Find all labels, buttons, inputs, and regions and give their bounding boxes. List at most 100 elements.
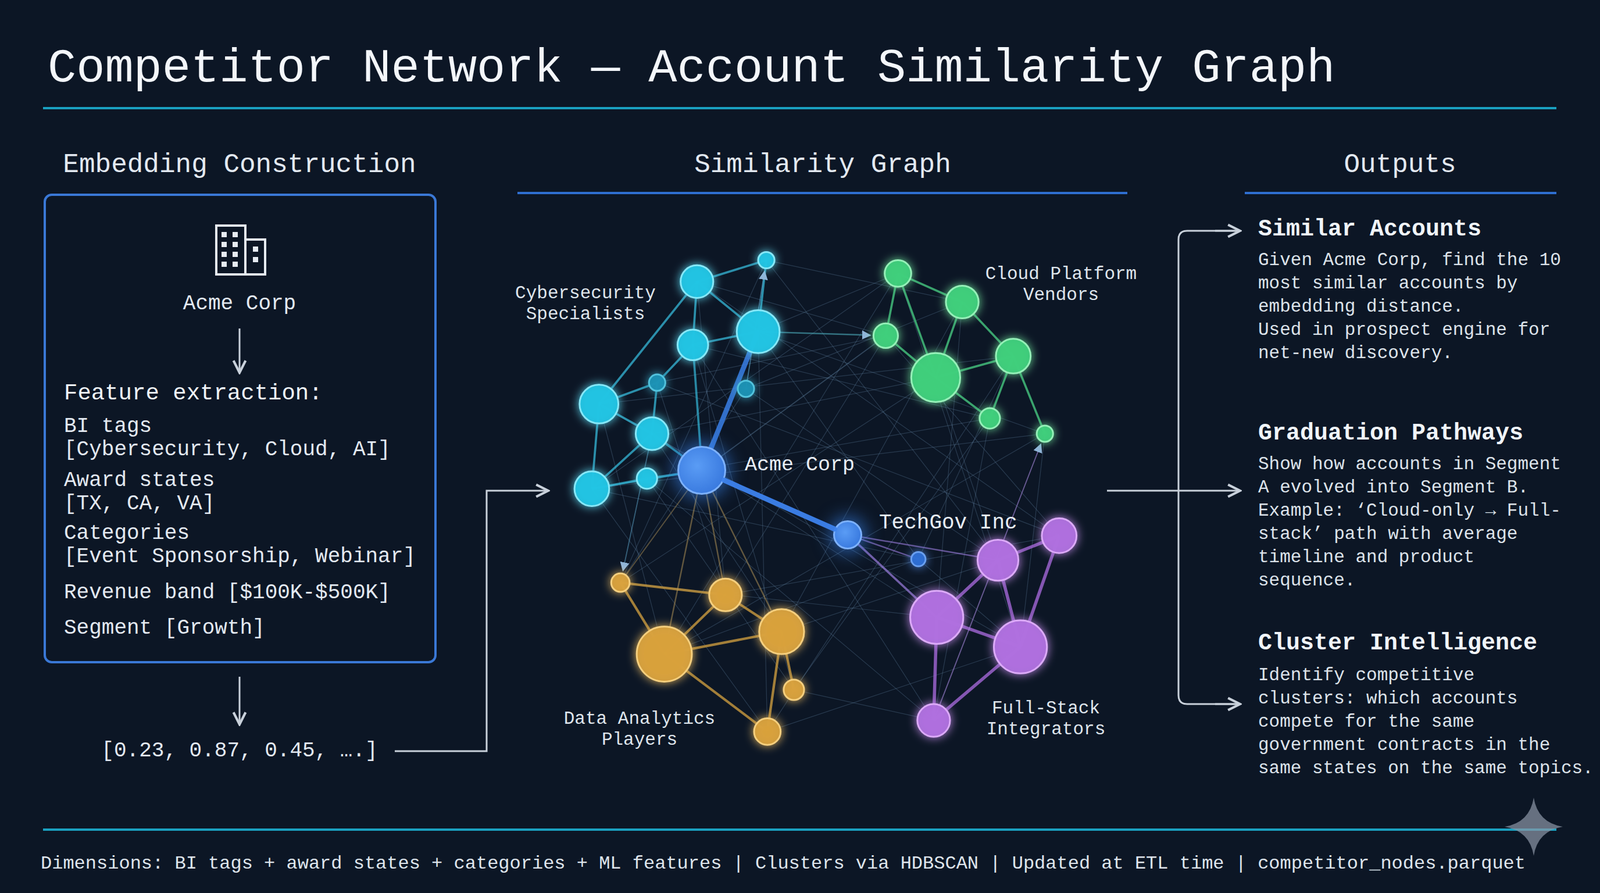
graph-dot	[979, 408, 1000, 429]
window	[232, 231, 238, 238]
window	[232, 261, 238, 267]
graph-link	[591, 488, 919, 560]
text-line: Given Acme Corp, find the 10	[1258, 248, 1562, 273]
cluster-label: Full-Stack Integrators	[976, 698, 1116, 741]
graph-dot	[993, 620, 1047, 674]
graph-link	[767, 647, 1021, 732]
building-outline	[245, 239, 266, 275]
feature-text: Revenue band [$100K-$500K]	[63, 581, 391, 605]
window	[252, 246, 259, 252]
flow-arrow	[394, 490, 549, 752]
footer-caption: Dimensions: BI tags + award states + cat…	[40, 853, 1526, 875]
window	[221, 231, 227, 238]
graph-dot	[611, 573, 630, 592]
sparkle-watermark	[1504, 797, 1563, 856]
output-body: Identify competitive clusters: which acc…	[1258, 663, 1594, 781]
graph-link	[725, 535, 1060, 595]
graph-dot	[579, 384, 619, 424]
text-line: [Event Sponsorship, Webinar]	[63, 545, 416, 569]
graph-dot	[754, 718, 781, 746]
text-line: embedding distance.	[1258, 295, 1562, 319]
window	[221, 241, 227, 248]
text-line: same states on the same topics.	[1258, 756, 1594, 781]
text-line: clusters: which accounts	[1258, 687, 1594, 711]
graph-dot	[911, 552, 926, 567]
text-line: compete for the same	[1258, 710, 1594, 734]
graph-link	[758, 331, 768, 732]
graph-dot	[758, 252, 775, 269]
graph-link	[767, 356, 1014, 732]
graph-dot	[574, 471, 610, 507]
graph-dot	[917, 704, 950, 737]
graph-dot	[677, 329, 709, 361]
graph-link	[697, 281, 887, 336]
graph-dot	[709, 578, 742, 612]
text-line: Categories	[63, 522, 416, 546]
window	[221, 251, 227, 257]
graph-dot	[737, 380, 755, 398]
graph-link	[725, 335, 887, 595]
output-arrow	[1215, 703, 1241, 706]
output-bracket	[1178, 230, 1241, 705]
output-body: Given Acme Corp, find the 10 most simila…	[1258, 248, 1562, 366]
text-line: [TX, CA, VA]	[63, 492, 215, 516]
text-line: net-new discovery.	[1258, 341, 1562, 366]
output-heading: Cluster Intelligence	[1258, 630, 1538, 657]
text-line: most similar accounts by	[1258, 272, 1562, 296]
flow-arrow	[238, 328, 241, 373]
graph-dot	[945, 285, 979, 319]
section-heading: Embedding Construction	[6, 150, 473, 181]
graph-dot	[873, 323, 898, 348]
graph-link	[620, 388, 746, 583]
graph-link	[664, 433, 1046, 655]
embedding-vector: [0.23, 0.87, 0.45, ….]	[65, 739, 414, 763]
node-label: Acme Corp	[744, 453, 855, 477]
graph-dot	[736, 310, 780, 354]
footer-rule	[43, 828, 1557, 831]
cluster-label: Cybersecurity Specialists	[498, 283, 673, 325]
window	[232, 241, 238, 248]
graph-link	[664, 273, 899, 655]
window	[232, 251, 238, 257]
account-name: Acme Corp	[123, 292, 356, 316]
feature-text: Award states [TX, CA, VA]	[63, 469, 215, 516]
graph-link	[933, 444, 1041, 721]
feature-text: Segment [Growth]	[63, 616, 266, 641]
graph-link	[656, 382, 1060, 536]
graph-link	[936, 302, 963, 618]
graph-dot	[759, 609, 805, 655]
graph-dot	[648, 374, 666, 391]
building-icon	[216, 225, 266, 275]
graph-dot	[995, 338, 1031, 374]
text-line: [Cybersecurity, Cloud, AI]	[63, 438, 391, 462]
graph-link	[664, 559, 919, 655]
window	[221, 261, 227, 267]
similarity-link	[723, 480, 835, 530]
text-line: Award states	[63, 469, 215, 493]
cluster-label: Data Analytics Players	[558, 708, 721, 751]
output-arrow	[1215, 230, 1241, 232]
account-node: Acme Corp	[677, 445, 727, 495]
diagram-title: Competitor Network — Account Similarity …	[47, 43, 1335, 96]
text-line: BI tags	[63, 415, 391, 439]
graph-link	[702, 470, 782, 632]
similarity-graph	[574, 252, 1077, 746]
account-node: TechGov Inc	[833, 520, 863, 550]
feature-box: Acme CorpFeature extraction:BI tags [Cyb…	[43, 193, 437, 664]
graph-dot	[910, 590, 964, 644]
title-rule	[43, 106, 1557, 110]
section-rule	[1244, 191, 1557, 195]
graph-link	[622, 433, 652, 571]
graph-link	[758, 331, 1045, 434]
text-line: government contracts in the	[1258, 733, 1594, 757]
feature-text: BI tags [Cybersecurity, Cloud, AI]	[63, 415, 391, 462]
graph-dot	[680, 265, 714, 298]
graph-dot	[977, 539, 1019, 581]
graph-link	[620, 377, 936, 583]
window	[252, 256, 259, 263]
graph-dot	[1036, 425, 1053, 442]
feature-text: Categories [Event Sponsorship, Webinar]	[63, 522, 416, 569]
text-line: Identify competitive	[1258, 663, 1594, 688]
graph-link	[702, 335, 887, 471]
